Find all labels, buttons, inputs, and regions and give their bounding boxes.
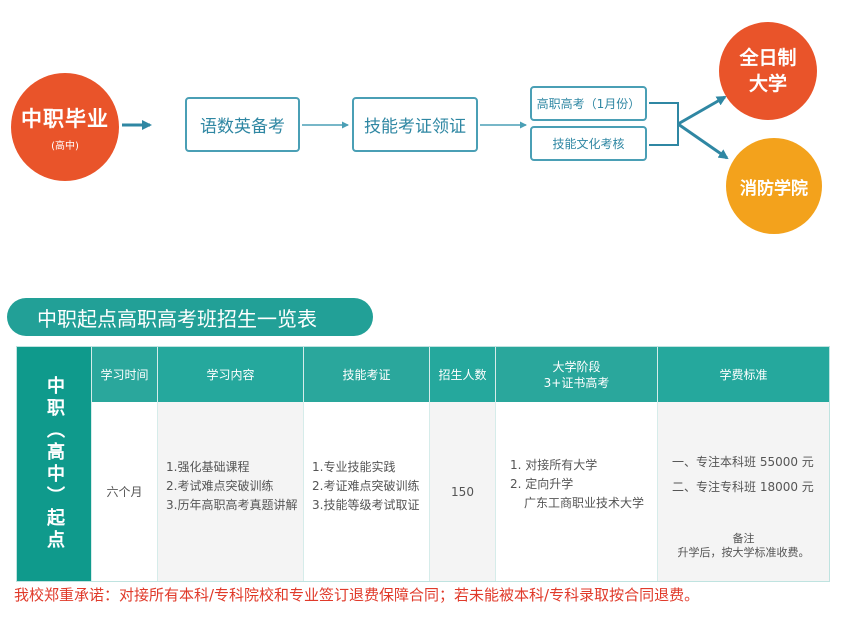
arrow-to-end2	[677, 122, 729, 160]
col-fee: 学费标准 一、专注本科班 55000 元 二、专注专科班 18000 元 备注 …	[657, 347, 829, 581]
header-content: 学习内容	[158, 347, 303, 402]
header-count: 招生人数	[430, 347, 495, 402]
header-fee: 学费标准	[658, 347, 829, 402]
side-label-text: 中职（高中）起点	[44, 376, 65, 552]
cell-time: 六个月	[92, 402, 157, 581]
uni-item: 2. 定向升学	[510, 477, 574, 491]
cert-item: 3.技能等级考试取证	[312, 498, 420, 512]
header-time: 学习时间	[92, 347, 157, 402]
end-fire-academy: 消防学院	[726, 138, 822, 234]
arrow-to-end1	[677, 95, 727, 126]
end1-line1: 全日制	[739, 47, 797, 69]
header-cert: 技能考证	[304, 347, 429, 402]
note-text: 升学后，按大学标准收费。	[677, 546, 810, 559]
cell-university: 1. 对接所有大学 2. 定向升学 广东工商职业技术大学	[496, 402, 657, 581]
start-subtitle: (高中)	[51, 140, 79, 152]
note-title: 备注	[732, 532, 755, 545]
fee-item: 一、专注本科班 55000 元	[672, 455, 814, 469]
header-university: 大学阶段 3+证书高考	[496, 347, 657, 402]
step-skill-cert: 技能考证领证	[352, 97, 478, 152]
start-title: 中职毕业	[21, 106, 109, 131]
cert-item: 1.专业技能实践	[312, 460, 396, 474]
content-item: 3.历年高职高考真题讲解	[166, 498, 298, 512]
header-uni-line2: 3+证书高考	[543, 375, 610, 390]
branch-vocational-exam: 高职高考（1月份）	[530, 86, 647, 121]
content-item: 1.强化基础课程	[166, 460, 250, 474]
col-time: 学习时间 六个月	[91, 347, 157, 581]
branch-skill-culture: 技能文化考核	[530, 126, 647, 161]
table-side-label: 中职（高中）起点	[17, 347, 91, 581]
end1-line2: 大学	[748, 73, 787, 95]
col-content: 学习内容 1.强化基础课程 2.考试难点突破训练 3.历年高职高考真题讲解	[157, 347, 303, 581]
step-exam-prep: 语数英备考	[185, 97, 300, 152]
bracket-connector	[649, 102, 679, 146]
cell-fee: 一、专注本科班 55000 元 二、专注专科班 18000 元 备注 升学后，按…	[658, 402, 829, 581]
refund-promise: 我校郑重承诺：对接所有本科/专科院校和专业签订退费保障合同；若未能被本科/专科录…	[14, 586, 700, 604]
col-cert: 技能考证 1.专业技能实践 2.考证难点突破训练 3.技能等级考试取证	[303, 347, 429, 581]
start-circle: 中职毕业 (高中)	[11, 73, 119, 181]
col-university: 大学阶段 3+证书高考 1. 对接所有大学 2. 定向升学 广东工商职业技术大学	[495, 347, 657, 581]
fee-note: 备注 升学后，按大学标准收费。	[658, 532, 829, 560]
fee-list: 一、专注本科班 55000 元 二、专注专科班 18000 元	[672, 450, 814, 500]
fee-item: 二、专注专科班 18000 元	[672, 480, 814, 494]
cell-cert: 1.专业技能实践 2.考证难点突破训练 3.技能等级考试取证	[304, 402, 429, 581]
uni-item: 广东工商职业技术大学	[524, 496, 645, 510]
cell-count: 150	[430, 402, 495, 581]
content-item: 2.考试难点突破训练	[166, 479, 274, 493]
cert-item: 2.考证难点突破训练	[312, 479, 420, 493]
cell-content: 1.强化基础课程 2.考试难点突破训练 3.历年高职高考真题讲解	[158, 402, 303, 581]
header-uni-line1: 大学阶段	[552, 359, 601, 374]
flow-connectors	[122, 95, 729, 160]
end-fulltime-university: 全日制 大学	[719, 22, 817, 120]
table-title: 中职起点高职高考班招生一览表	[7, 298, 373, 336]
uni-item: 1. 对接所有大学	[510, 458, 598, 472]
enrollment-table: 中职（高中）起点 学习时间 六个月 学习内容 1.强化基础课程 2.考试难点突破…	[16, 346, 830, 582]
col-count: 招生人数 150	[429, 347, 495, 581]
